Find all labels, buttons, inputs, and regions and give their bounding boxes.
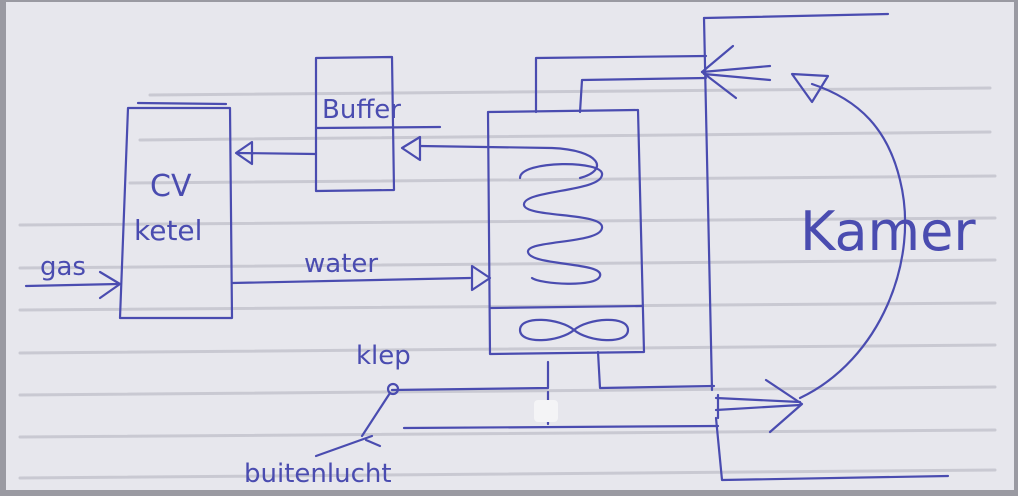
fan-symbol	[518, 318, 630, 342]
buffer-label: Buffer	[322, 95, 401, 125]
supply-arrow-head	[700, 44, 738, 100]
room-airflow-arrowhead	[790, 72, 830, 104]
water-line	[230, 276, 472, 285]
buffer-to-ketel-line	[236, 151, 318, 156]
valve-flap	[360, 391, 392, 438]
return-arrow-head	[764, 378, 804, 434]
ketel-label: ketel	[134, 214, 202, 247]
klep-label: klep	[356, 341, 411, 371]
supply-duct-inner	[578, 76, 708, 114]
supply-duct-outer	[534, 54, 708, 114]
return-arrow-shaft-2	[714, 403, 802, 412]
buffer-box	[314, 55, 396, 193]
room-wall-left	[702, 16, 714, 392]
supply-arrow-shaft	[700, 64, 772, 74]
outside-air-line	[402, 424, 720, 430]
heating-coil	[518, 163, 604, 285]
return-duct-lower	[390, 360, 550, 392]
heat-exchanger-box	[486, 108, 646, 356]
outside-air-pointer	[314, 434, 374, 458]
return-duct-upper	[596, 350, 716, 390]
cv-ketel-box	[118, 106, 234, 320]
water-label: water	[304, 249, 378, 279]
cv-label: CV	[150, 169, 192, 204]
room-airflow-curve	[798, 82, 907, 400]
valve-flap-2	[364, 438, 382, 448]
coil-to-buffer-line	[418, 144, 599, 180]
room-wall-lower	[714, 416, 950, 482]
return-arrow-shaft	[714, 396, 802, 404]
kamer-label: Kamer	[800, 200, 976, 263]
gas-label: gas	[40, 252, 86, 282]
correction-tape	[534, 400, 558, 422]
room-wall-top	[702, 12, 890, 20]
water-arrow	[470, 264, 492, 292]
gas-line	[24, 282, 120, 288]
buffer-to-ketel-arrow	[234, 140, 254, 166]
cv-ketel-top-stroke	[136, 101, 228, 106]
buffer-underline	[314, 125, 442, 130]
buitenlucht-label: buitenlucht	[244, 459, 392, 489]
paper-background	[6, 2, 1014, 490]
print-through-lines	[18, 86, 997, 480]
valve-pivot	[386, 382, 400, 396]
coil-to-buffer-arrow	[400, 135, 422, 162]
heat-exchanger-divider	[488, 304, 644, 310]
supply-arrow-shaft-2	[702, 72, 772, 82]
gas-arrow	[98, 270, 122, 300]
